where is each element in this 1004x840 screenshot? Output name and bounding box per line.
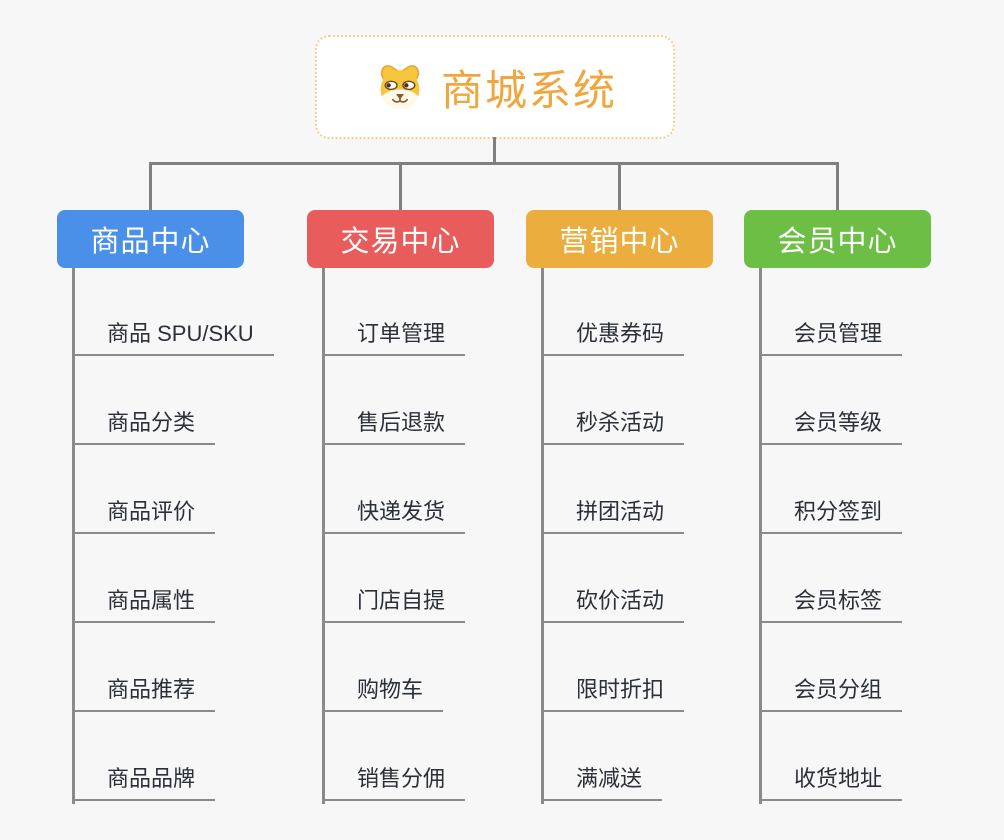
leaf-node[interactable]: 快递发货: [322, 494, 466, 534]
connector-trunk: [541, 268, 544, 804]
branch-node-label: 商品中心: [90, 226, 211, 258]
branch-children: 优惠券码 秒杀活动 拼团活动 砍价活动 限时折扣 满减送: [541, 268, 685, 804]
connector-drop-product: [149, 164, 152, 211]
branch-product-center: 商品中心 商品 SPU/SKU 商品分类 商品评价 商品属性 商品推荐 商品品牌: [57, 210, 274, 804]
leaf-node[interactable]: 售后退款: [322, 405, 466, 445]
leaf-node[interactable]: 商品分类: [72, 405, 216, 445]
leaf-node[interactable]: 商品推荐: [72, 672, 216, 712]
branch-node-member-center[interactable]: 会员中心: [744, 210, 931, 268]
leaf-node[interactable]: 门店自提: [322, 583, 466, 623]
branch-children: 会员管理 会员等级 积分签到 会员标签 会员分组 收货地址: [759, 268, 903, 804]
leaf-node[interactable]: 商品品牌: [72, 761, 216, 801]
branch-member-center: 会员中心 会员管理 会员等级 积分签到 会员标签 会员分组 收货地址: [744, 210, 931, 804]
connector-drop-trade: [399, 164, 402, 211]
branch-node-marketing-center[interactable]: 营销中心: [526, 210, 713, 268]
connector-drop-marketing: [618, 164, 621, 211]
branch-node-product-center[interactable]: 商品中心: [57, 210, 244, 268]
branch-trade-center: 交易中心 订单管理 售后退款 快递发货 门店自提 购物车 销售分佣: [307, 210, 494, 804]
branch-node-label: 交易中心: [340, 226, 461, 258]
doge-dog-icon: [380, 65, 420, 109]
leaf-node[interactable]: 收货地址: [759, 761, 903, 801]
leaf-node[interactable]: 优惠券码: [541, 316, 685, 356]
leaf-node[interactable]: 销售分佣: [322, 761, 466, 801]
connector-drop-member: [836, 164, 839, 211]
leaf-node[interactable]: 会员等级: [759, 405, 903, 445]
branch-node-trade-center[interactable]: 交易中心: [307, 210, 494, 268]
leaf-node[interactable]: 拼团活动: [541, 494, 685, 534]
leaf-node[interactable]: 限时折扣: [541, 672, 685, 712]
leaf-node[interactable]: 砍价活动: [541, 583, 685, 623]
connector-trunk: [759, 268, 762, 804]
root-node-mall-system[interactable]: 商城系统: [315, 35, 675, 139]
branch-children: 订单管理 售后退款 快递发货 门店自提 购物车 销售分佣: [322, 268, 466, 804]
leaf-node[interactable]: 商品评价: [72, 494, 216, 534]
leaf-node[interactable]: 商品属性: [72, 583, 216, 623]
branch-children: 商品 SPU/SKU 商品分类 商品评价 商品属性 商品推荐 商品品牌: [72, 268, 274, 804]
leaf-node[interactable]: 购物车: [322, 672, 444, 712]
leaf-node[interactable]: 会员分组: [759, 672, 903, 712]
leaf-node[interactable]: 积分签到: [759, 494, 903, 534]
leaf-node[interactable]: 满减送: [541, 761, 663, 801]
leaf-node[interactable]: 秒杀活动: [541, 405, 685, 445]
branch-node-label: 会员中心: [777, 226, 898, 258]
connector-root-stem: [493, 137, 496, 165]
connector-horizontal-bus: [149, 162, 839, 165]
connector-trunk: [322, 268, 325, 804]
leaf-node[interactable]: 订单管理: [322, 316, 466, 356]
connector-trunk: [72, 268, 75, 804]
leaf-node[interactable]: 会员管理: [759, 316, 903, 356]
leaf-node[interactable]: 商品 SPU/SKU: [72, 316, 274, 356]
branch-node-label: 营销中心: [559, 226, 680, 258]
leaf-node[interactable]: 会员标签: [759, 583, 903, 623]
root-node-label: 商城系统: [440, 66, 617, 114]
branch-marketing-center: 营销中心 优惠券码 秒杀活动 拼团活动 砍价活动 限时折扣 满减送: [526, 210, 713, 804]
